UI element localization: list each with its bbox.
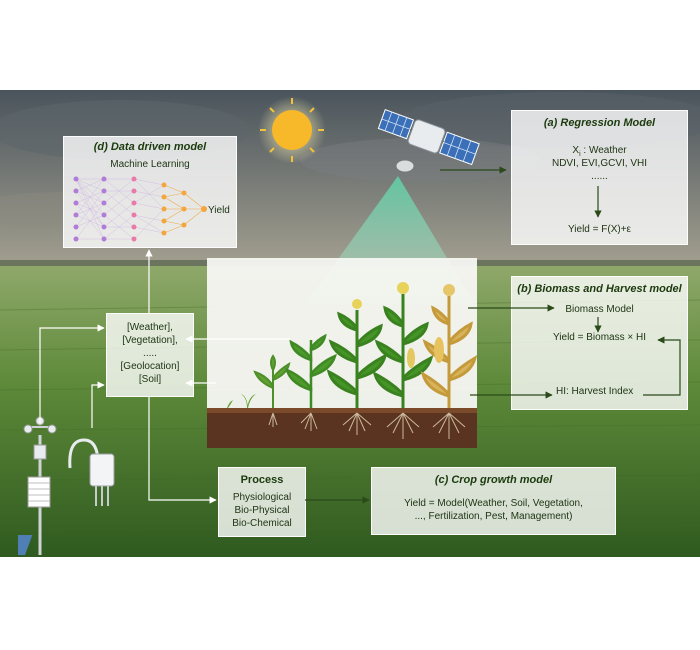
biomass-harvest-panel: (b) Biomass and Harvest model Biomass Mo… xyxy=(511,276,688,410)
process-title: Process xyxy=(240,474,284,486)
sun-icon xyxy=(272,110,312,150)
xi-subscript: i xyxy=(579,151,581,158)
panel-c-title: (c) Crop growth model xyxy=(434,474,553,486)
inputs-panel: [Weather], [Vegetation], ..... [Geolocat… xyxy=(106,313,194,397)
panel-a-indices: NDVI, EVI,GCVI, VHI xyxy=(551,158,648,169)
panel-a-dots: ...... xyxy=(591,171,608,182)
panel-b-biomass: Biomass Model xyxy=(565,304,634,315)
panel-b-formula: Yield = Biomass × HI xyxy=(552,332,646,343)
satellite-icon xyxy=(377,109,480,173)
regression-model-panel: (a) Regression Model Xi : Weather NDVI, … xyxy=(511,110,688,245)
panel-d-output: Yield xyxy=(208,205,230,216)
process-biophysical: Bio-Physical xyxy=(234,505,290,516)
weather-station-icon xyxy=(18,416,57,555)
data-driven-model-panel: (d) Data driven model Machine Learning xyxy=(63,136,237,248)
neural-network-icon xyxy=(73,176,207,242)
panel-d-title: (d) Data driven model xyxy=(93,141,207,153)
panel-a-title: (a) Regression Model xyxy=(543,117,656,129)
input-vegetation: [Vegetation], xyxy=(122,335,178,346)
input-geolocation: [Geolocation] xyxy=(120,361,180,372)
xi-weather: : Weather xyxy=(580,145,627,156)
crop-growth-illustration xyxy=(207,258,477,448)
panel-d-subtitle: Machine Learning xyxy=(110,159,190,170)
panel-b-hi: HI: Harvest Index xyxy=(556,386,634,397)
xi-symbol: X xyxy=(572,145,580,156)
panel-a-variables: Xi : Weather xyxy=(512,145,687,158)
process-panel: Process Physiological Bio-Physical Bio-C… xyxy=(218,467,306,537)
panel-c-line2: ..., Fertilization, Pest, Management) xyxy=(414,511,573,522)
process-physiological: Physiological xyxy=(232,492,292,503)
process-biochemical: Bio-Chemical xyxy=(232,518,292,529)
soil-sensor-icon xyxy=(68,438,115,506)
input-dots: ..... xyxy=(143,348,157,359)
panel-a-formula: Yield = F(X)+ε xyxy=(568,224,631,235)
input-weather: [Weather], xyxy=(127,322,173,333)
crop-growth-panel: (c) Crop growth model Yield = Model(Weat… xyxy=(371,467,616,535)
panel-b-title: (b) Biomass and Harvest model xyxy=(517,283,682,295)
input-soil: [Soil] xyxy=(138,374,162,385)
panel-c-line1: Yield = Model(Weather, Soil, Vegetation, xyxy=(404,498,583,509)
diagram-scene: (d) Data driven model Machine Learning xyxy=(0,90,700,557)
